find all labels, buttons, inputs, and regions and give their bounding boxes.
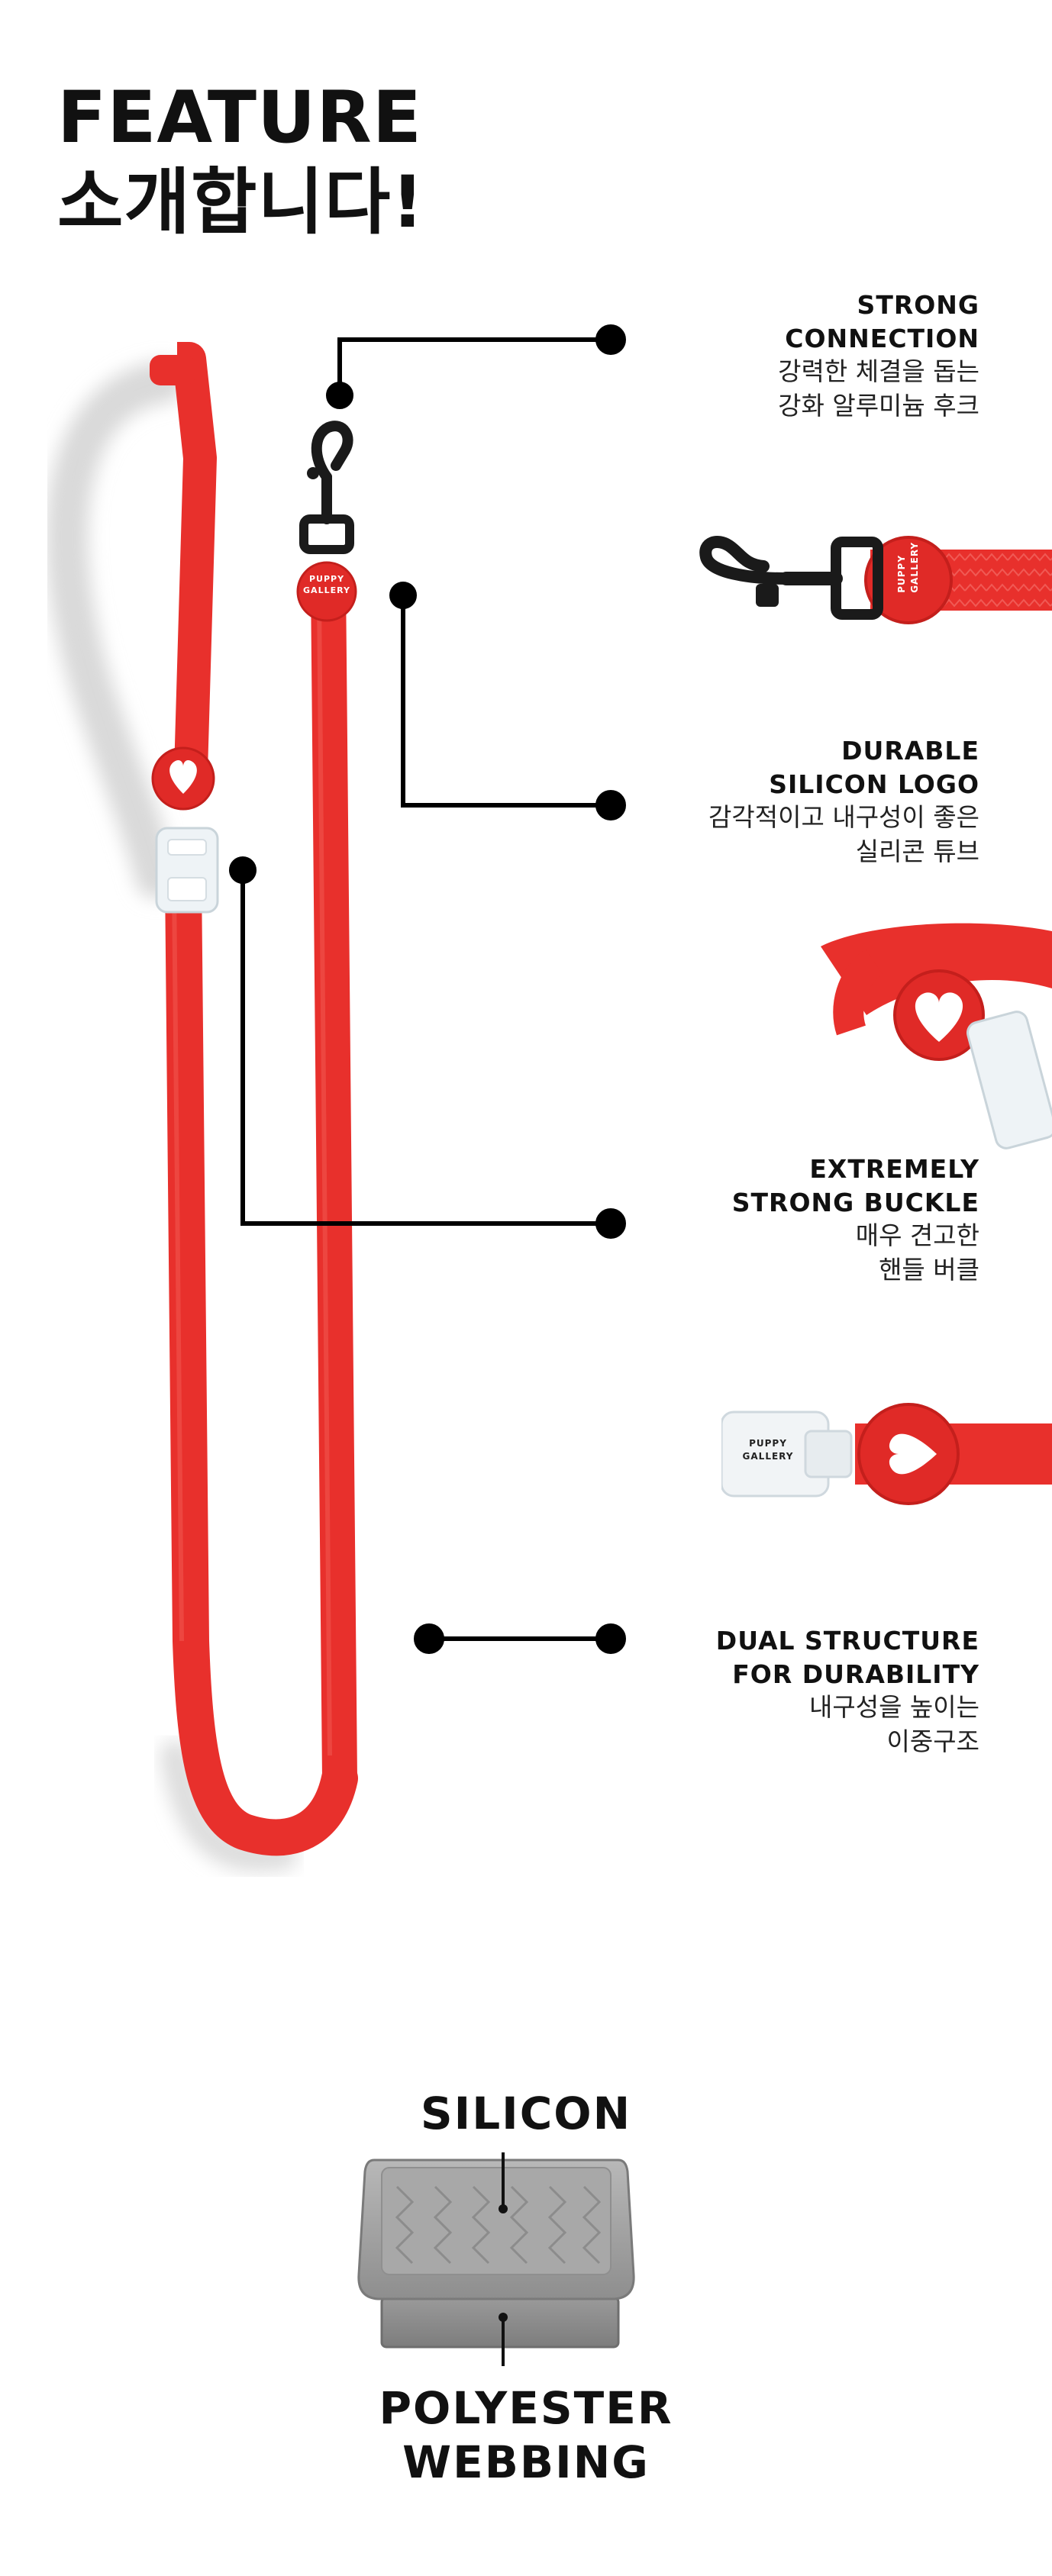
callout-line-buckle: [240, 870, 611, 1226]
callout-dot-logo: [389, 582, 417, 609]
buckle-detail-brand-2: GALLERY: [742, 1450, 794, 1462]
webbing-layer: [380, 2296, 620, 2349]
callout-dot-hook-end: [595, 324, 626, 355]
callout-line-hook: [337, 337, 611, 393]
feature-hook-title-2: CONNECTION: [785, 323, 979, 353]
buckle-detail-heart-icon: [889, 1433, 937, 1475]
feature-structure-desc-2: 이중구조: [886, 1726, 979, 1756]
callout-dot-logo-end: [595, 790, 626, 821]
leash-handle-top: [150, 355, 195, 385]
leash-highlight-left: [172, 885, 184, 1642]
leash-highlight: [317, 595, 332, 1756]
buckle-detail-brand: PUPPY GALLERY: [737, 1437, 799, 1463]
feature-buckle: EXTREMELY STRONG BUCKLE 매우 견고한 핸들 버클: [732, 1153, 979, 1288]
logo-detail-buckle-icon: [966, 1011, 1052, 1149]
feature-hook-desc-1: 강력한 체결을 돕는: [778, 356, 979, 387]
feature-hook-title-1: STRONG: [857, 290, 979, 320]
callout-dot-hook: [326, 382, 353, 409]
logo-line-1: PUPPY: [308, 574, 345, 584]
hook-detail-brand-2: GALLERY: [909, 541, 920, 593]
page-title: FEATURE 소개합니다!: [57, 76, 424, 246]
webbing-label-2: WEBBING: [402, 2436, 650, 2488]
logo-line-2: GALLERY: [303, 585, 350, 595]
hook-detail-image: [699, 536, 1052, 624]
buckle-detail-image: [721, 1403, 1052, 1505]
feature-logo: DURABLE SILICON LOGO 감각적이고 내구성이 좋은 실리콘 튜…: [708, 734, 979, 869]
callout-dot-buckle: [229, 856, 257, 884]
feature-logo-title-1: DURABLE: [841, 736, 979, 766]
feature-logo-desc-2: 실리콘 튜브: [855, 836, 979, 866]
logo-detail-strap: [821, 923, 1052, 1015]
feature-structure-title-1: DUAL STRUCTURE: [715, 1626, 979, 1656]
callout-dot-buckle-end: [595, 1208, 626, 1239]
feature-structure-desc-1: 내구성을 높이는: [808, 1692, 979, 1723]
logo-tab-disc: [296, 561, 357, 622]
hook-detail-brand-1: PUPPY: [896, 554, 908, 593]
feature-buckle-desc-1: 매우 견고한: [855, 1220, 979, 1251]
callout-dot-structure: [414, 1623, 444, 1654]
buckle-detail-brand-1: PUPPY: [749, 1438, 787, 1449]
feature-buckle-title-1: EXTREMELY: [809, 1154, 979, 1184]
hook-detail-snap-icon: [699, 536, 792, 585]
leash-shadow-bottom: [160, 1740, 298, 1872]
feature-buckle-title-2: STRONG BUCKLE: [731, 1187, 979, 1217]
silicon-label: SILICON: [420, 2088, 632, 2139]
hook-detail-brand: PUPPY GALLERY: [895, 541, 921, 593]
feature-hook: STRONG CONNECTION 강력한 체결을 돕는 강화 알루미늄 후크: [778, 289, 979, 424]
leash-shadow: [46, 360, 186, 899]
feature-structure-title-2: FOR DURABILITY: [732, 1659, 979, 1689]
logo-detail-heart-icon: [915, 992, 963, 1042]
title-line-1: FEATURE: [57, 76, 422, 160]
layer-structure-diagram: [357, 2152, 635, 2366]
callout-line-logo: [401, 595, 611, 808]
hook-detail-logo: [864, 536, 953, 624]
webbing-label: POLYESTER WEBBING: [297, 2381, 755, 2490]
feature-logo-title-2: SILICON LOGO: [769, 769, 979, 799]
webbing-label-1: POLYESTER: [379, 2382, 673, 2434]
callout-dot-structure-end: [595, 1623, 626, 1654]
leash-left-strap: [165, 859, 358, 1856]
feature-structure: DUAL STRUCTURE FOR DURABILITY 내구성을 높이는 이…: [716, 1624, 979, 1759]
snap-hook-icon: [311, 421, 353, 482]
leash-logo-text: PUPPY GALLERY: [302, 574, 351, 597]
heart-icon: [169, 759, 197, 794]
leash-right-strap: [311, 563, 357, 1796]
feature-hook-desc-2: 강화 알루미늄 후크: [778, 390, 979, 421]
logo-detail-image: [821, 923, 1052, 1149]
feature-buckle-desc-2: 핸들 버클: [879, 1254, 979, 1285]
title-line-2: 소개합니다!: [57, 160, 425, 244]
feature-logo-desc-1: 감각적이고 내구성이 좋은: [708, 802, 979, 833]
